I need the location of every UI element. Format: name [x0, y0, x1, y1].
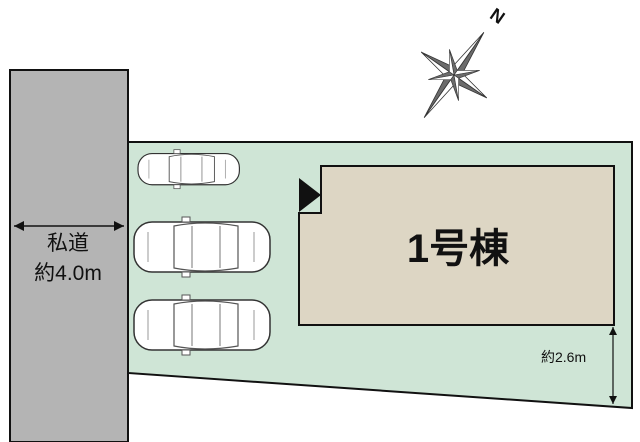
compass-north-letter: N	[486, 4, 508, 28]
setback-dimension: 約2.6m	[541, 327, 617, 404]
parked-car-3	[133, 294, 271, 356]
setback-arrow-top	[609, 327, 617, 335]
road-width-label: 約4.0m	[34, 262, 102, 285]
setback-label: 約2.6m	[541, 349, 586, 365]
dimension-arrow-left	[14, 221, 24, 231]
dimension-arrow-right	[114, 221, 124, 231]
building-footprint	[298, 165, 615, 326]
compass-rose	[420, 32, 488, 118]
building-label: 1号棟	[407, 227, 510, 271]
parked-car-2	[133, 216, 271, 278]
private-road	[9, 69, 129, 442]
entrance-marker	[299, 178, 321, 212]
parked-car-1	[137, 149, 240, 190]
setback-arrow-bottom	[609, 396, 617, 404]
road-width-dimension: 私道 約4.0m	[14, 221, 124, 285]
road-name-label: 私道	[47, 232, 89, 255]
